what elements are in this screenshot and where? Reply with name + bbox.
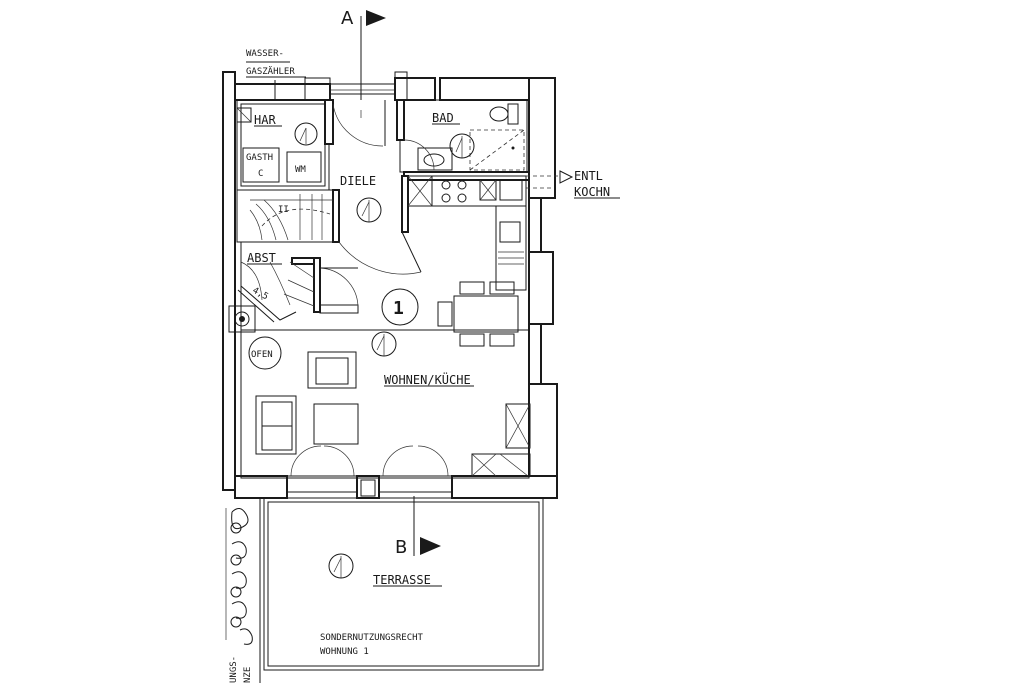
outer-walls — [222, 71, 558, 499]
svg-text:WOHNUNG 1: WOHNUNG 1 — [320, 647, 369, 657]
svg-text:ENTL: ENTL — [574, 169, 603, 183]
svg-text:OFEN: OFEN — [251, 350, 273, 360]
svg-text:GASZÄHLER: GASZÄHLER — [246, 66, 295, 77]
svg-text:SONDERNUTZUNGSRECHT: SONDERNUTZUNGSRECHT — [320, 633, 424, 643]
svg-text:DIELE: DIELE — [340, 174, 376, 188]
svg-text:4,5: 4,5 — [251, 286, 270, 302]
kitchen-counter — [407, 175, 527, 291]
svg-text:ABST: ABST — [247, 251, 276, 265]
section-mark-a: A — [341, 8, 386, 118]
svg-text:HAR: HAR — [254, 113, 276, 127]
svg-text:A: A — [341, 8, 354, 29]
living-kitchen: 1 WOHNEN/KÜCHE — [255, 281, 531, 477]
svg-text:WM: WM — [295, 165, 306, 175]
hedge-boundary: UNGS- NZE — [225, 498, 261, 683]
svg-text:UNGS-: UNGS- — [229, 656, 239, 683]
exhaust-note: ENTL KOCHN — [526, 169, 620, 199]
svg-text:WOHNEN/KÜCHE: WOHNEN/KÜCHE — [384, 371, 471, 387]
section-mark-b: B — [395, 496, 441, 558]
oven: OFEN — [228, 305, 282, 370]
svg-text:C: C — [258, 169, 263, 179]
svg-text:NZE: NZE — [243, 667, 253, 683]
interior-walls — [236, 99, 530, 479]
svg-text:GASTH: GASTH — [246, 153, 273, 163]
staircase: II 4,5 ABST — [237, 194, 359, 323]
svg-text:TERRASSE: TERRASSE — [373, 573, 431, 587]
har-fixtures: HAR GASTH C WM WASSER- GASZÄHLER — [236, 49, 322, 183]
svg-text:B: B — [395, 537, 407, 558]
svg-text:1: 1 — [393, 298, 404, 319]
svg-text:II: II — [278, 205, 289, 215]
terrace-doors — [286, 445, 453, 497]
terrace: TERRASSE SONDERNUTZUNGSRECHT WOHNUNG 1 — [263, 497, 544, 671]
diele: DIELE — [332, 100, 422, 275]
svg-text:WASSER-: WASSER- — [246, 49, 284, 59]
bad-fixtures: BAD — [403, 103, 525, 171]
svg-text:KOCHN: KOCHN — [574, 185, 610, 199]
svg-text:BAD: BAD — [432, 111, 454, 125]
